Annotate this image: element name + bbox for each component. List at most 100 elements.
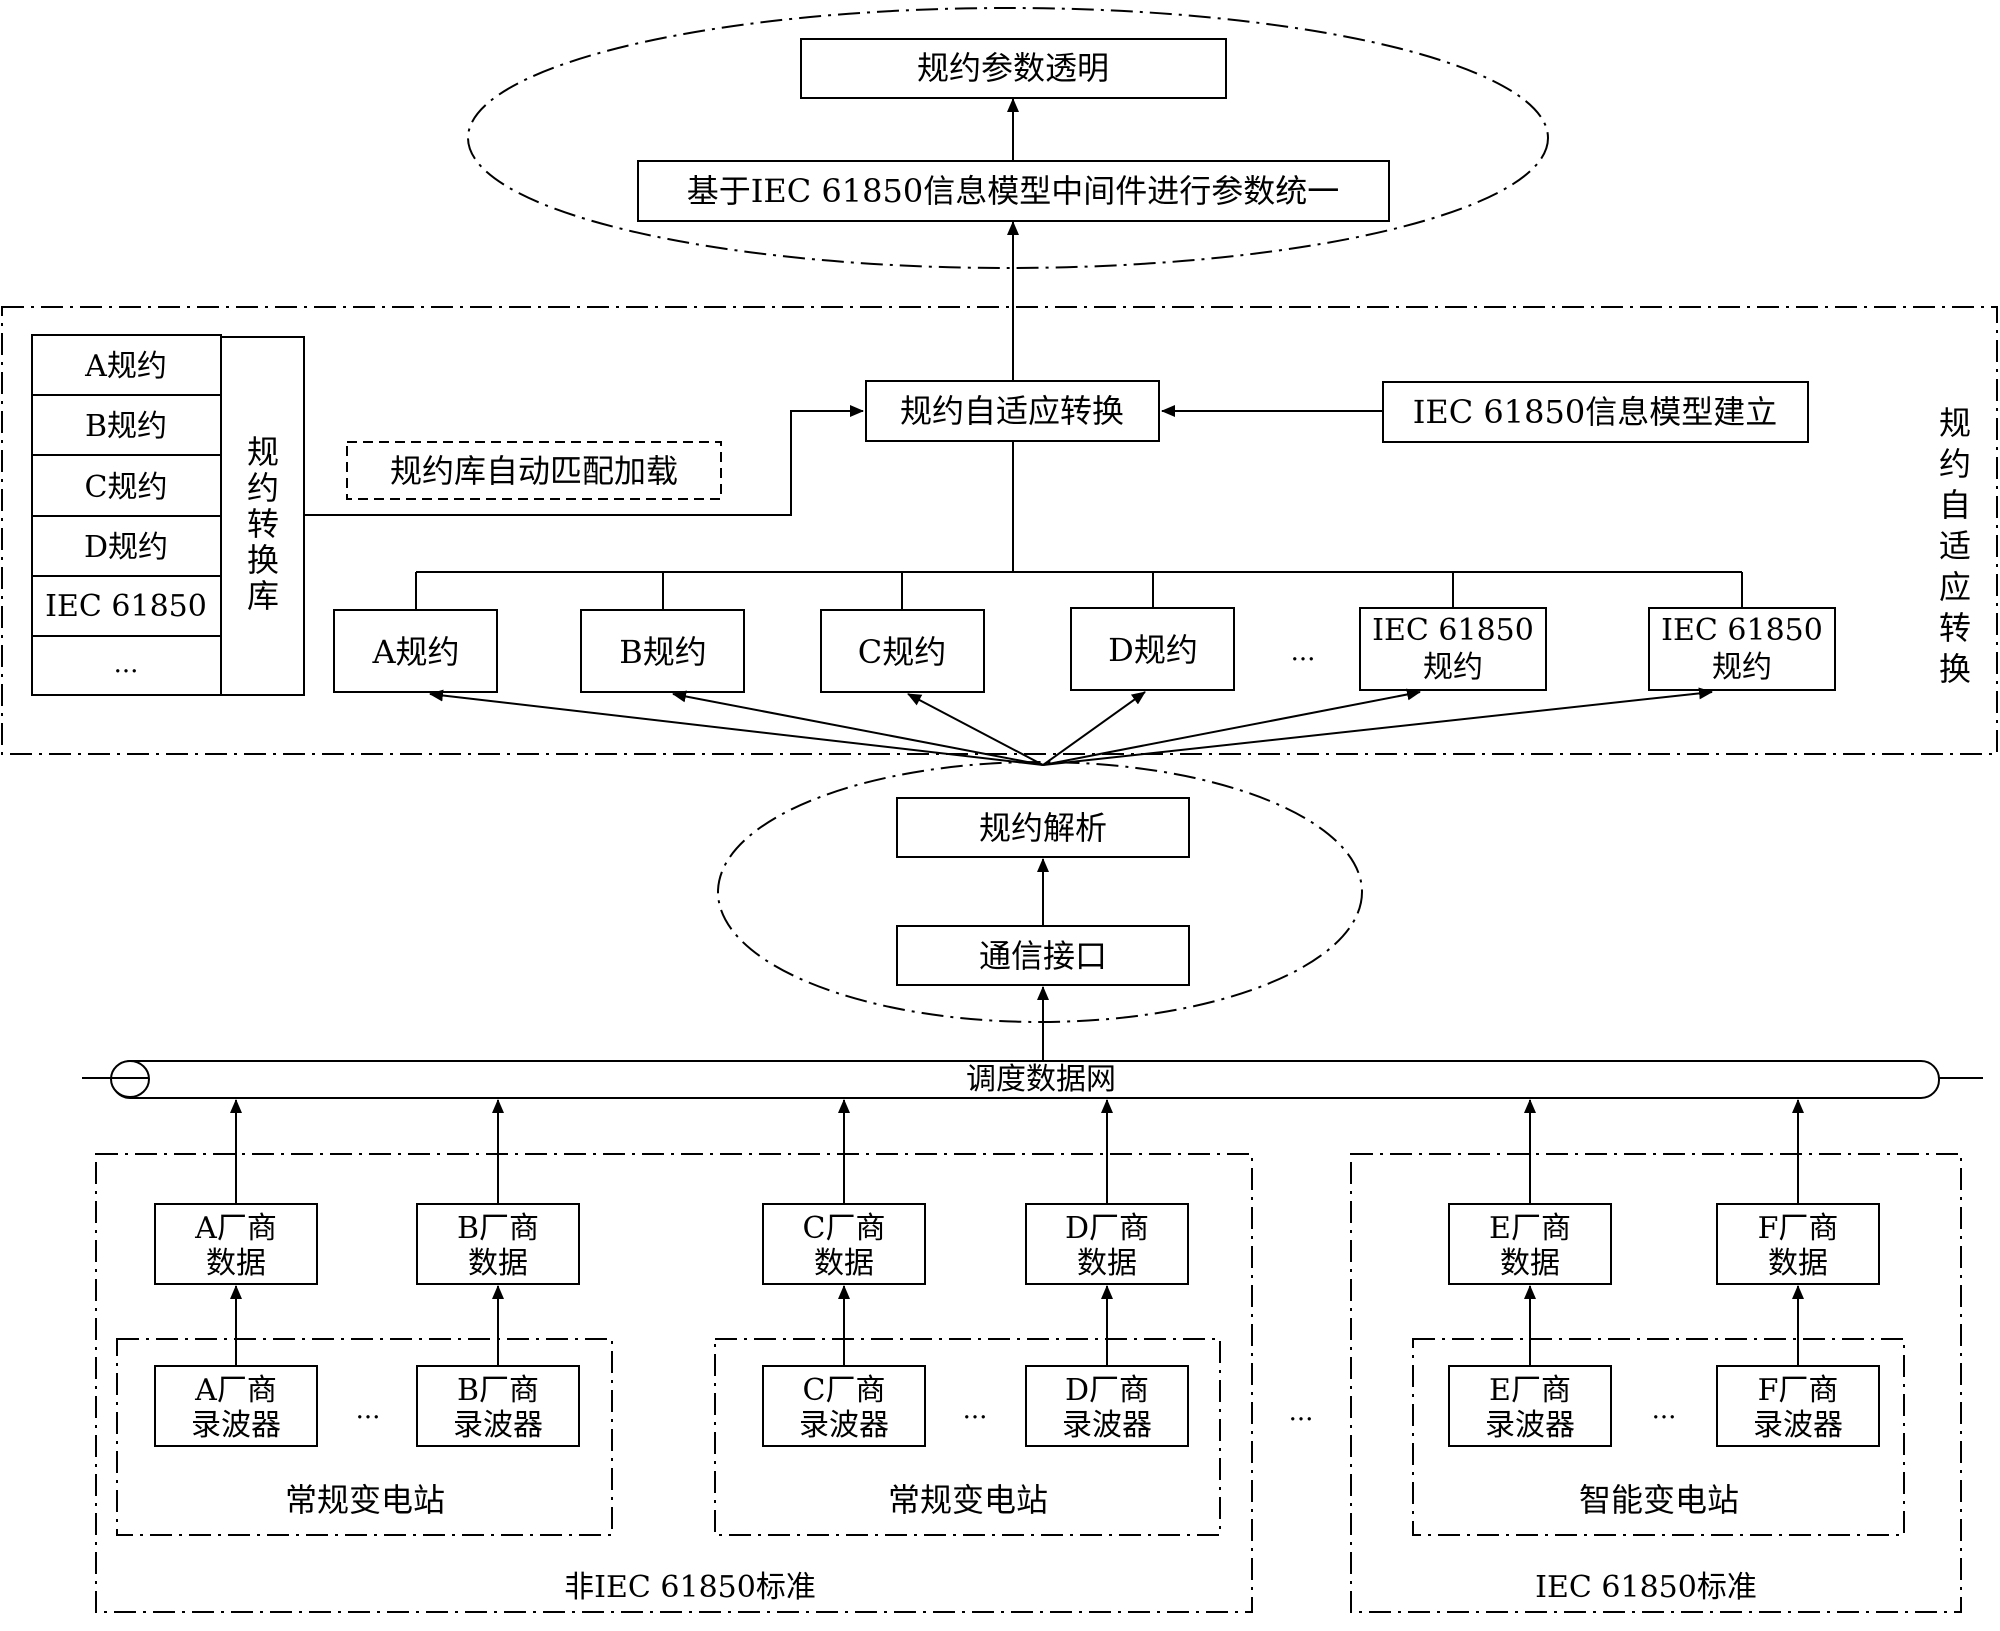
adaptive-center-box: [865, 380, 1160, 442]
library-item: ...: [114, 649, 139, 679]
protocol-ellipsis: ...: [1291, 637, 1316, 667]
library-item-box: [31, 635, 222, 696]
recorder-line2: 录波器: [799, 1408, 889, 1443]
library-title-char: 库: [247, 577, 279, 615]
library-title-box: [220, 336, 305, 696]
station-label: 智能变电站: [1579, 1481, 1739, 1519]
vendor-data-box: [762, 1203, 926, 1285]
vendor-data-line2: 数据: [1768, 1246, 1828, 1281]
parse-ellipse: [717, 761, 1363, 1023]
protocol-label: A规约: [371, 633, 459, 671]
fan-arrow: [1042, 691, 1146, 766]
station-region: [1412, 1338, 1905, 1536]
recorder-line2: 录波器: [453, 1408, 543, 1443]
protocol-label-line2: 规约: [1423, 650, 1483, 685]
analyze-box: [896, 797, 1190, 858]
vendor-data-line2: 数据: [206, 1246, 266, 1281]
library-item-box: [31, 575, 222, 637]
vendor-data-line1: E厂商: [1489, 1211, 1571, 1246]
model-build-box: [1382, 381, 1809, 443]
protocol-box: [1070, 607, 1235, 691]
station-region: [116, 1338, 613, 1536]
library-item: B规约: [85, 409, 167, 444]
model-build-text: IEC 61850信息模型建立: [1413, 393, 1777, 431]
protocol-box: [1359, 607, 1547, 691]
protocol-label: IEC 61850: [1372, 613, 1534, 648]
recorder-ellipsis: ...: [963, 1395, 988, 1425]
recorder-box: [1716, 1365, 1880, 1447]
adaptive-center-text: 规约自适应转换: [900, 392, 1124, 430]
protocol-box: [333, 609, 498, 693]
vendor-data-box: [154, 1203, 318, 1285]
vendor-data-line1: D厂商: [1065, 1211, 1149, 1246]
fan-arrow: [672, 690, 1044, 766]
fan-arrow: [1042, 687, 1713, 766]
recorder-ellipsis: ...: [1652, 1395, 1677, 1425]
recorder-line1: C厂商: [803, 1373, 886, 1408]
vendor-data-line2: 数据: [468, 1246, 528, 1281]
protocol-label-line2: 规约: [1712, 650, 1772, 685]
protocol-box: [580, 609, 745, 693]
vendor-data-line2: 数据: [814, 1246, 874, 1281]
vendor-data-line2: 数据: [1077, 1246, 1137, 1281]
unify-text: 基于IEC 61850信息模型中间件进行参数统一: [687, 172, 1339, 210]
vendor-data-box: [1448, 1203, 1612, 1285]
protocol-tree: [415, 441, 1743, 610]
protocol-label: D规约: [1108, 631, 1198, 669]
unify-box: [637, 160, 1390, 222]
adaptive-region: [1, 306, 1998, 755]
transparent-text: 规约参数透明: [917, 49, 1109, 87]
protocol-box: [1648, 607, 1836, 691]
vendor-data-row: A厂商 数据 B厂商 数据 C厂商 数据 D厂商 数据 E厂商 数据 F厂商 数…: [154, 1203, 1880, 1285]
recorder-box: [154, 1365, 318, 1447]
recorder-line2: 录波器: [1753, 1408, 1843, 1443]
arrow-library-to-adaptive: [304, 405, 864, 516]
non-iec-region: [95, 1153, 1253, 1613]
side-label-char: 转: [1939, 609, 1971, 647]
fan-arrow: [907, 693, 1044, 766]
recorder-ellipsis: ...: [356, 1395, 381, 1425]
recorder-row: A厂商 录波器 B厂商 录波器 C厂商 录波器 D厂商 录波器 E厂商 录波器 …: [154, 1365, 1880, 1447]
protocol-row: A规约 B规约 C规约 D规约 ... IEC 61850 规约 IEC 618…: [333, 607, 1836, 693]
recorder-box: [416, 1365, 580, 1447]
protocol-label: C规约: [858, 633, 947, 671]
vendor-data-line1: F厂商: [1758, 1211, 1839, 1246]
recorder-line1: F厂商: [1758, 1373, 1839, 1408]
library-item: D规约: [84, 530, 168, 565]
recorder-line1: D厂商: [1065, 1373, 1149, 1408]
network-label: 调度数据网: [966, 1062, 1116, 1097]
recorder-line2: 录波器: [191, 1408, 281, 1443]
vendor-data-box: [1025, 1203, 1189, 1285]
interface-box: [896, 925, 1190, 986]
vendor-data-line1: C厂商: [803, 1211, 886, 1246]
recorder-line2: 录波器: [1062, 1408, 1152, 1443]
library-title: 规 约 转 换 库: [247, 433, 279, 615]
non-iec-label: 非IEC 61850标准: [564, 1570, 816, 1605]
library-title-char: 换: [247, 541, 279, 579]
side-label-char: 换: [1939, 650, 1971, 688]
parse-fan-arrows: [429, 687, 1713, 766]
fan-arrow: [429, 689, 1044, 766]
recorder-uplinks: [230, 1285, 1804, 1366]
recorder-line2: 录波器: [1485, 1408, 1575, 1443]
recorder-line1: A厂商: [194, 1373, 277, 1408]
station-region: [714, 1338, 1221, 1536]
region-ellipsis: ...: [1289, 1397, 1314, 1427]
auto-load-box: [346, 441, 722, 500]
top-ellipse: [467, 7, 1549, 269]
vendor-data-line1: B厂商: [457, 1211, 539, 1246]
side-label-char: 规: [1939, 404, 1971, 442]
protocol-label: IEC 61850: [1661, 613, 1823, 648]
fan-arrow: [1042, 688, 1421, 766]
side-label-char: 应: [1939, 568, 1971, 606]
iec-label: IEC 61850标准: [1535, 1570, 1757, 1605]
vendor-data-box: [416, 1203, 580, 1285]
vendor-data-line1: A厂商: [194, 1211, 277, 1246]
side-label-char: 自: [1939, 486, 1971, 524]
protocol-label: B规约: [619, 633, 707, 671]
protocol-library: A规约 B规约 C规约 D规约 IEC 61850 ... 规 约 转 换 库: [31, 334, 305, 696]
adaptive-side-label: 规 约 自 适 应 转 换: [1939, 404, 1971, 688]
recorder-line1: E厂商: [1489, 1373, 1571, 1408]
library-item: C规约: [85, 470, 168, 505]
